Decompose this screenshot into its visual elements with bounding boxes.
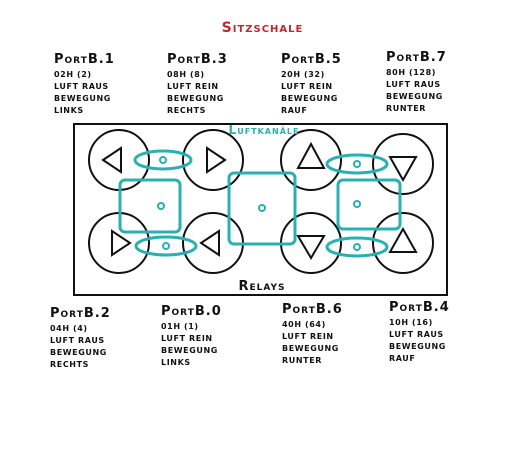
air-channel-ellipse: [325, 236, 389, 258]
port-name: PortB.7: [386, 50, 447, 65]
port-name: PortB.2: [50, 306, 111, 321]
port-name: PortB.5: [281, 52, 342, 67]
port-direction: runter: [386, 104, 427, 113]
port-direction: rauf: [281, 106, 308, 115]
port-label-b1: PortB.1 02H (2) Luft raus Bewegung links: [54, 52, 115, 117]
port-air: Luft raus: [389, 330, 444, 339]
channel-port-dot: [162, 242, 170, 250]
port-name: PortB.4: [389, 300, 450, 315]
relays-label: Relays: [239, 279, 286, 294]
port-label-b5: PortB.5 20H (32) Luft rein Bewegung rauf: [281, 52, 342, 117]
port-label-b6: PortB.6 40H (64) Luft rein Bewegung runt…: [282, 302, 343, 367]
port-air: Luft raus: [54, 82, 109, 91]
channel-port-dot: [353, 160, 361, 168]
port-value: 10H (16): [389, 318, 433, 327]
channel-port-dot: [353, 200, 361, 208]
port-direction: rechts: [167, 106, 207, 115]
port-value: 20H (32): [281, 70, 325, 79]
port-direction: runter: [282, 356, 323, 365]
port-direction: links: [54, 106, 84, 115]
port-air: Luft rein: [281, 82, 333, 91]
air-channels-label: Luftkanäle: [229, 123, 300, 137]
port-value: 02H (2): [54, 70, 92, 79]
port-label-b3: PortB.3 08H (8) Luft rein Bewegung recht…: [167, 52, 228, 117]
channel-port-dot: [258, 204, 266, 212]
channel-port-dot: [353, 243, 361, 251]
diagram-title: Sitzschale: [221, 20, 304, 36]
port-move: Bewegung: [50, 348, 107, 357]
port-value: 01H (1): [161, 322, 199, 331]
port-value: 04H (4): [50, 324, 88, 333]
arrow-down-icon: [388, 156, 418, 183]
port-move: Bewegung: [386, 92, 443, 101]
port-move: Bewegung: [161, 346, 218, 355]
port-value: 08H (8): [167, 70, 205, 79]
port-name: PortB.3: [167, 52, 228, 67]
arrow-up-icon: [296, 141, 326, 169]
port-direction: rechts: [50, 360, 90, 369]
arrow-left-icon: [199, 229, 220, 257]
air-chamber: [336, 178, 402, 231]
air-chamber: [118, 178, 182, 234]
arrow-right-icon: [111, 229, 132, 257]
air-channel-ellipse: [325, 153, 389, 175]
air-channel-ellipse: [133, 149, 193, 171]
arrow-down-icon: [296, 235, 326, 260]
air-chamber: [227, 171, 297, 246]
relay-circle: [372, 133, 434, 195]
port-move: Bewegung: [281, 94, 338, 103]
port-name: PortB.0: [161, 304, 222, 319]
port-label-b2: PortB.2 04H (4) Luft raus Bewegung recht…: [50, 306, 111, 371]
port-name: PortB.6: [282, 302, 343, 317]
relay-box: [73, 123, 448, 296]
port-direction: links: [161, 358, 191, 367]
port-value: 80H (128): [386, 68, 437, 77]
relay-circle: [182, 129, 244, 191]
port-air: Luft rein: [282, 332, 334, 341]
arrow-right-icon: [206, 146, 227, 174]
port-air: Luft rein: [161, 334, 213, 343]
channel-port-dot: [159, 156, 167, 164]
channel-port-dot: [157, 202, 165, 210]
relay-circle: [280, 129, 342, 191]
port-air: Luft rein: [167, 82, 219, 91]
port-air: Luft raus: [50, 336, 105, 345]
air-channel-ellipse: [134, 235, 198, 257]
port-move: Bewegung: [167, 94, 224, 103]
arrow-up-icon: [388, 226, 418, 253]
port-move: Bewegung: [54, 94, 111, 103]
port-air: Luft raus: [386, 80, 441, 89]
port-value: 40H (64): [282, 320, 326, 329]
port-move: Bewegung: [389, 342, 446, 351]
port-direction: rauf: [389, 354, 416, 363]
arrow-left-icon: [101, 146, 122, 174]
port-label-b4: PortB.4 10H (16) Luft raus Bewegung rauf: [389, 300, 450, 365]
port-label-b7: PortB.7 80H (128) Luft raus Bewegung run…: [386, 50, 447, 115]
port-name: PortB.1: [54, 52, 115, 67]
port-label-b0: PortB.0 01H (1) Luft rein Bewegung links: [161, 304, 222, 369]
port-move: Bewegung: [282, 344, 339, 353]
